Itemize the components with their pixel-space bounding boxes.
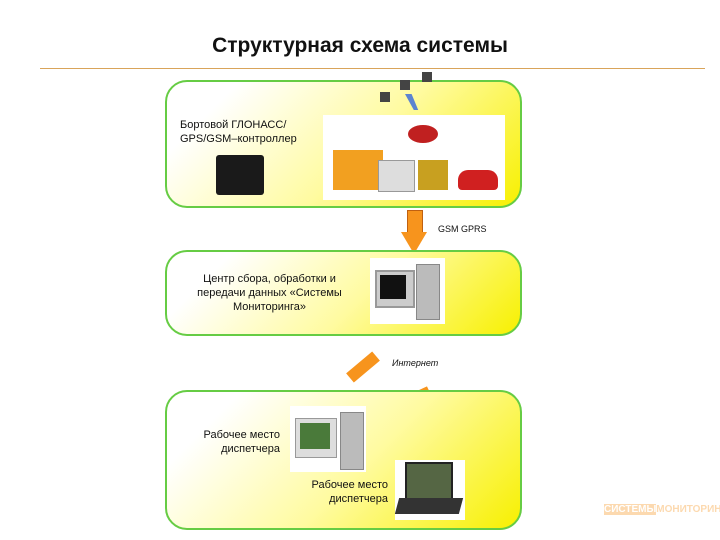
center-label: Центр сбора, обработки и передачи данных… [197,273,342,313]
title-divider [40,68,705,69]
company-logo: СИСТЕМЫМОНИТОРИНГА [604,504,720,515]
arrow-down-gsm-icon [401,210,427,256]
workplace1-label: Рабочее место диспетчера [203,429,280,455]
workplace2-label: Рабочее место диспетчера [311,479,388,505]
satellites-image [380,72,440,112]
laptop-image [394,460,465,520]
internet-label: Интернет [392,358,439,368]
controller-device-image [216,155,264,195]
server-computer-image [370,258,445,324]
workplace-computer-image [290,406,366,472]
arrow-internet-left-icon [345,345,390,385]
vehicles-image [323,115,505,200]
panel-center [165,250,522,336]
gsm-gprs-label: GSM GPRS [438,224,487,234]
controller-label: Бортовой ГЛОНАСС/ GPS/GSM–контроллер [180,119,297,145]
page-title: Структурная схема системы [212,34,508,57]
